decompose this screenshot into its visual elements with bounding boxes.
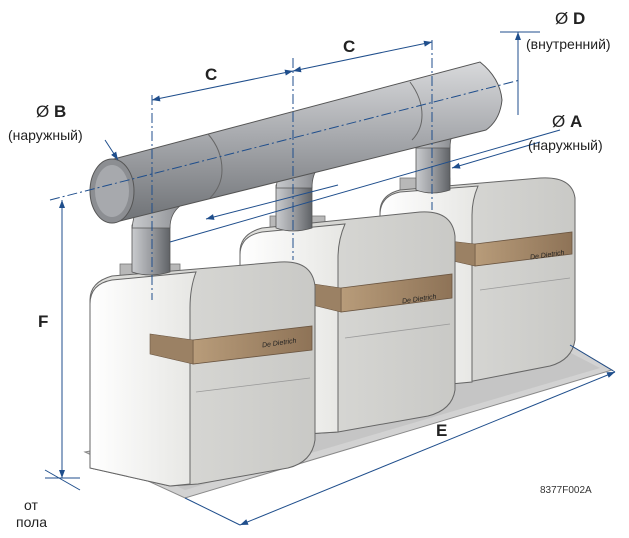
dimension-arrowhead xyxy=(606,372,615,378)
figure-code: 8377F002A xyxy=(540,485,592,496)
dimension-arrowhead xyxy=(206,214,215,220)
dimension-lines xyxy=(44,31,616,526)
dim-e-label: E xyxy=(436,421,448,440)
dimension-arrowhead xyxy=(452,162,461,169)
dimension-arrowhead xyxy=(59,200,65,208)
dim-c-right-label: C xyxy=(343,37,356,56)
dim-a-letter: A xyxy=(569,112,583,131)
dimension-arrowhead xyxy=(293,66,302,73)
floor-label-line2: пола xyxy=(16,514,48,530)
dim-d-note: (внутренний) xyxy=(526,36,611,52)
dim-c-left-label: C xyxy=(205,65,218,84)
dim-a-symbol: Ø xyxy=(552,112,566,131)
dim-b-note: (наружный) xyxy=(8,127,83,143)
dim-a-note: (наружный) xyxy=(528,137,603,153)
dim-b-symbol: Ø xyxy=(36,102,50,121)
dim-d-letter: D xyxy=(572,9,586,28)
floor-label-line1: от xyxy=(24,497,38,513)
dim-b-label: Ø B xyxy=(36,103,66,120)
dim-f-label: F xyxy=(38,312,49,331)
dimension-arrowhead xyxy=(515,32,521,40)
dim-a-label: Ø A xyxy=(552,113,582,130)
boiler-1 xyxy=(89,261,316,487)
dimension-arrowhead xyxy=(284,69,293,76)
dim-d-label: Ø D xyxy=(555,10,585,27)
dim-b-letter: B xyxy=(53,102,67,121)
header-pipe xyxy=(89,61,503,224)
dim-d-symbol: Ø xyxy=(555,9,569,28)
dimension-arrowhead xyxy=(423,40,432,47)
dimension-arrowhead xyxy=(240,519,249,525)
dimension-arrowhead xyxy=(111,151,118,160)
dimension-arrowhead xyxy=(59,470,65,478)
dimension-arrowhead xyxy=(152,95,161,102)
